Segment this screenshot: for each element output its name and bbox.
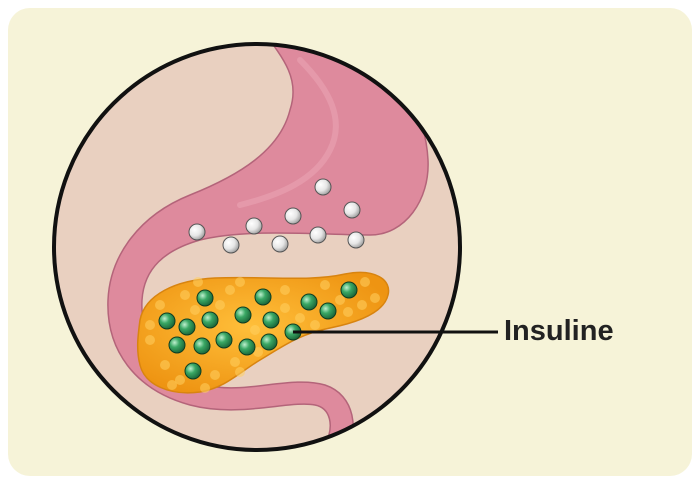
glucose-particle — [344, 202, 360, 218]
insulin-particle — [202, 312, 218, 328]
insulin-particle — [263, 312, 279, 328]
pancreas-lobule — [145, 335, 155, 345]
pancreas-lobule — [180, 290, 190, 300]
insulin-particle — [159, 313, 175, 329]
glucose-particle — [348, 232, 364, 248]
pancreas-lobule — [335, 295, 345, 305]
insulin-particle — [235, 307, 251, 323]
pancreas-lobule — [250, 325, 260, 335]
pancreas-lobule — [235, 277, 245, 287]
insulin-particle — [197, 290, 213, 306]
glucose-particle — [285, 208, 301, 224]
pancreas-lobule — [190, 305, 200, 315]
insulin-particle — [169, 337, 185, 353]
pancreas-lobule — [320, 280, 330, 290]
insulin-particle — [261, 334, 277, 350]
insulin-label: Insuline — [504, 313, 614, 349]
insulin-particle — [179, 319, 195, 335]
insulin-particle — [301, 294, 317, 310]
pancreas-lobule — [215, 300, 225, 310]
pancreas-lobule — [230, 357, 240, 367]
glucose-particle — [272, 236, 288, 252]
glucose-particle — [310, 227, 326, 243]
pancreas-lobule — [193, 277, 203, 287]
pancreas-lobule — [343, 307, 353, 317]
glucose-particle — [246, 218, 262, 234]
pancreas-lobule — [370, 293, 380, 303]
pancreas-lobule — [145, 320, 155, 330]
pancreas-lobule — [280, 285, 290, 295]
pancreas-lobule — [210, 370, 220, 380]
pancreas-lobule — [155, 300, 165, 310]
pancreas-lobule — [357, 300, 367, 310]
pancreas-lobule — [167, 380, 177, 390]
glucose-particle — [223, 237, 239, 253]
pancreas-lobule — [280, 303, 290, 313]
insulin-particle — [320, 303, 336, 319]
insulin-particle — [216, 332, 232, 348]
glucose-particle — [315, 179, 331, 195]
pancreas-lobule — [360, 277, 370, 287]
insulin-particle — [341, 282, 357, 298]
glucose-particle — [189, 224, 205, 240]
insulin-particle — [194, 338, 210, 354]
insulin-particle — [255, 289, 271, 305]
pancreas-lobule — [310, 320, 320, 330]
pancreas-lobule — [200, 383, 210, 393]
insulin-particle — [239, 339, 255, 355]
pancreas-lobule — [235, 367, 245, 377]
insulin-particle — [185, 363, 201, 379]
pancreas-lobule — [225, 285, 235, 295]
pancreas-lobule — [160, 360, 170, 370]
pancreas-lobule — [295, 313, 305, 323]
